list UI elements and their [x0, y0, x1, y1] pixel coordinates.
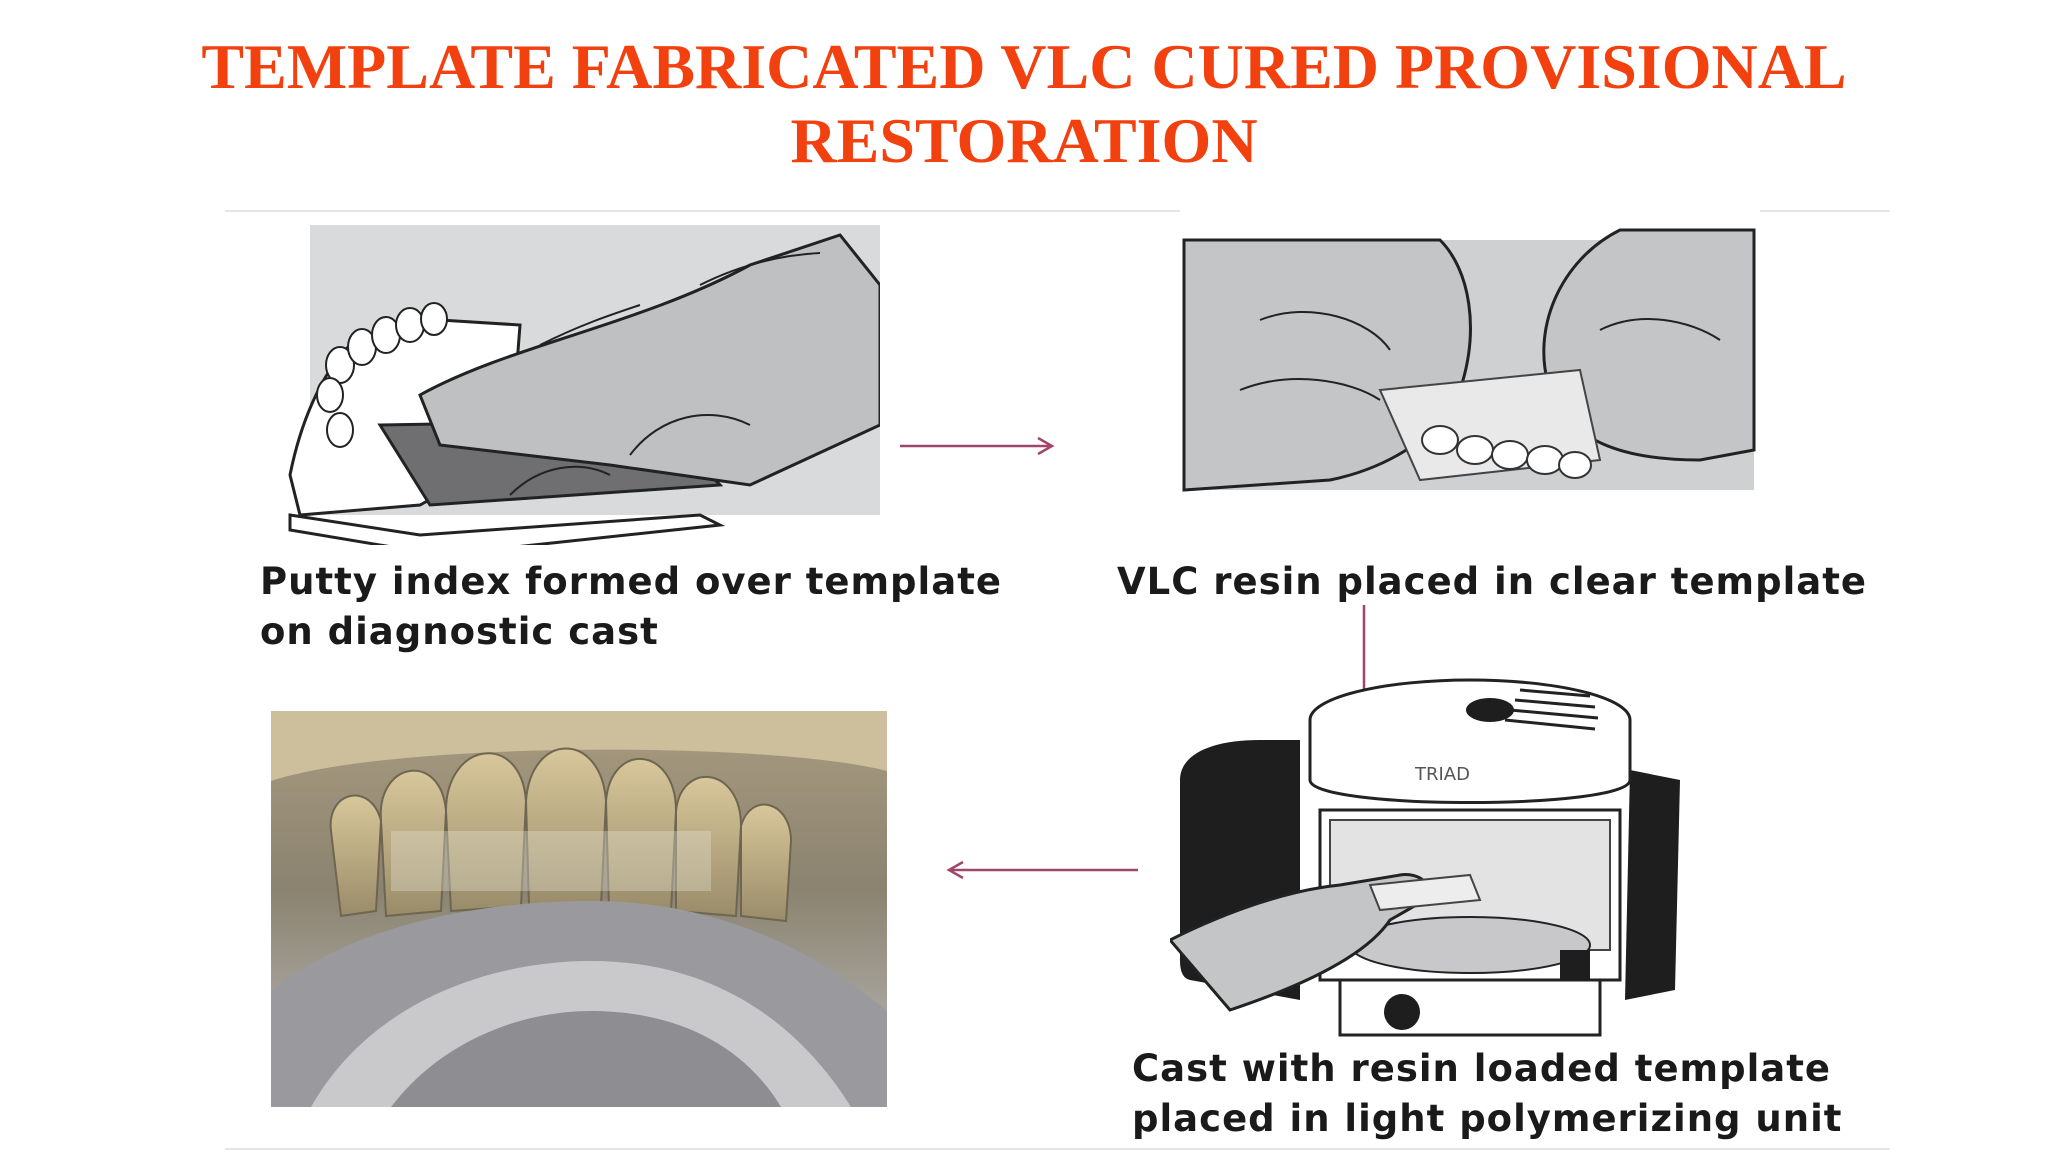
step-3-caption-line-2: placed in light polymerizing unit [1132, 1097, 1843, 1140]
step-2-caption-line-1: VLC resin placed in clear template [1117, 560, 1868, 603]
arrow-left-icon [946, 860, 1138, 880]
light-polymerizing-unit-illustration: TRIAD [1170, 660, 1690, 1040]
step-1-caption-line-1: Putty index formed over template [260, 560, 1002, 603]
unit-brand-label: TRIAD [1414, 764, 1470, 785]
step-1-caption: Putty index formed over template on diag… [260, 557, 1002, 657]
step-1-caption-line-2: on diagnostic cast [260, 610, 659, 653]
step-2-caption: VLC resin placed in clear template [1117, 557, 1867, 607]
step-3-caption-line-1: Cast with resin loaded template [1132, 1047, 1832, 1090]
arrow-right-icon [900, 436, 1055, 456]
clear-template-illustration [1180, 210, 1760, 500]
slide-title: TEMPLATE FABRICATED VLC CURED PROVISIONA… [0, 30, 2048, 178]
bottom-divider [225, 1148, 1890, 1150]
finished-restoration-photo [271, 711, 887, 1107]
top-divider [225, 210, 1890, 212]
step-3-caption: Cast with resin loaded template placed i… [1132, 1044, 1842, 1144]
title-line-2: RESTORATION [790, 105, 1258, 176]
title-line-1: TEMPLATE FABRICATED VLC CURED PROVISIONA… [201, 31, 1847, 102]
putty-index-illustration [280, 225, 880, 545]
